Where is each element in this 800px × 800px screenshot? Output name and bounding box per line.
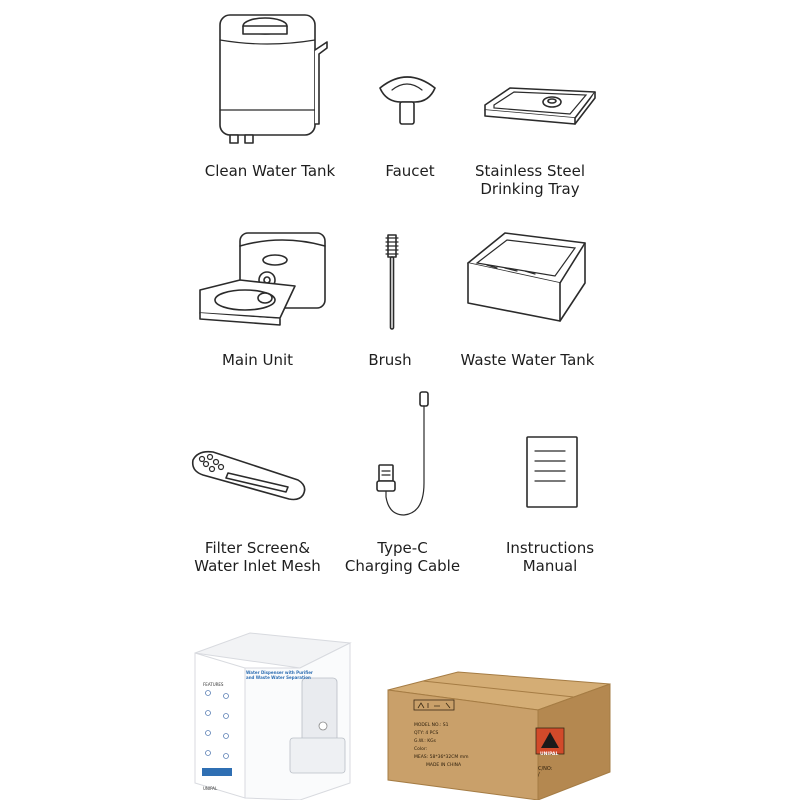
instructions-manual-label: Instructions Manual (480, 539, 620, 575)
drinking-tray-label: Stainless Steel Drinking Tray (455, 162, 605, 198)
manual-icon (526, 436, 578, 508)
carton-number: C/NO: / (538, 766, 553, 778)
carton-model: MODEL NO.: S1 (414, 723, 449, 728)
charging-cable-label-line1: Type-C (377, 539, 428, 557)
main-unit-label: Main Unit (221, 351, 294, 369)
retail-box-brand: UNIPAL (203, 786, 218, 791)
drinking-tray-label-line2: Drinking Tray (480, 180, 580, 198)
waste-water-tank-icon (467, 232, 586, 322)
carton-meas: MEAS: 58*36*32CM mm (414, 755, 469, 760)
charging-cable-label-line2: Charging Cable (344, 557, 461, 575)
filter-screen-label-line2: Water Inlet Mesh (194, 557, 321, 575)
waste-water-tank-label: Waste Water Tank (460, 351, 595, 369)
clean-water-tank-label: Clean Water Tank (204, 162, 336, 180)
brush-icon (385, 234, 399, 330)
drinking-tray-icon (484, 87, 596, 125)
carton-brand: UNIPAL (540, 752, 559, 757)
filter-screen-label-line1: Filter Screen& (204, 539, 311, 557)
filter-screen-icon (191, 450, 306, 501)
retail-box-title: Water Dispenser with Purifier and Waste … (246, 670, 313, 680)
filter-screen-label: Filter Screen& Water Inlet Mesh (180, 539, 335, 575)
faucet-icon (379, 76, 436, 125)
brush-label: Brush (368, 351, 412, 369)
carton-qty: QTY: 4 PCS (414, 731, 439, 736)
carton-color: Color: (414, 747, 428, 752)
carton-info: MODEL NO.: S1 QTY: 4 PCS G.W.: KGs Color… (414, 722, 524, 770)
shipping-carton-image (387, 671, 611, 800)
carton-gw: G.W.: KGs (414, 739, 437, 744)
retail-box-image (194, 632, 352, 800)
charging-cable-icon (376, 391, 429, 516)
instructions-manual-label-line2: Manual (522, 557, 578, 575)
clean-water-tank-icon (219, 14, 328, 144)
carton-origin: MADE IN CHINA (426, 763, 462, 768)
main-unit-icon (199, 232, 326, 326)
faucet-label: Faucet (385, 162, 435, 180)
instructions-manual-label-line1: Instructions (505, 539, 595, 557)
drinking-tray-label-line1: Stainless Steel (474, 162, 586, 180)
retail-box-side-label: FEATURES (203, 682, 224, 687)
charging-cable-label: Type-C Charging Cable (330, 539, 475, 575)
